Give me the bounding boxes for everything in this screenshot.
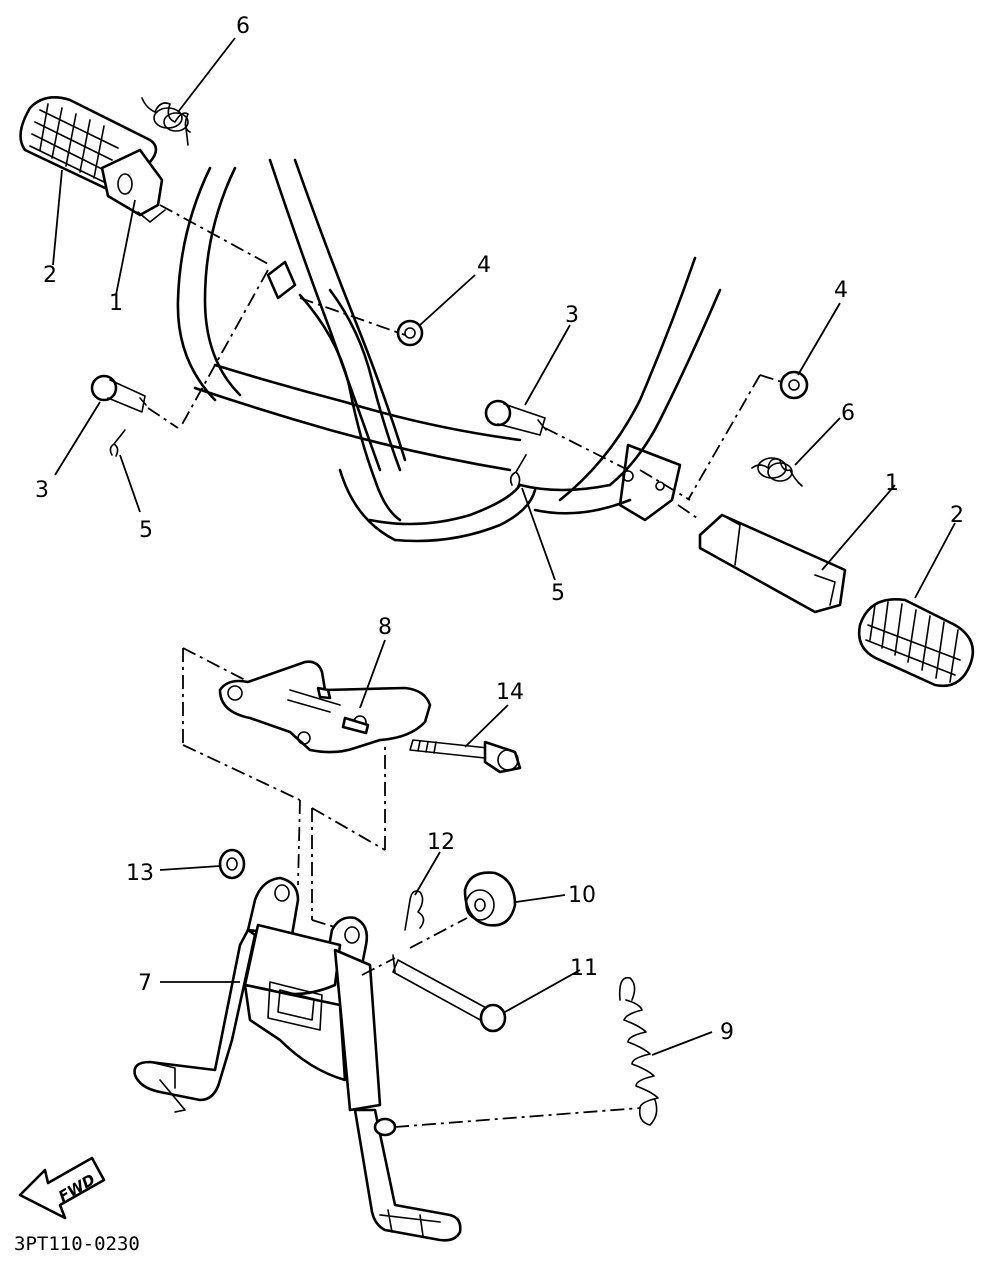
- callout-1-right: 1: [885, 471, 899, 496]
- stand-shaft: [392, 954, 507, 1033]
- rubber-stopper: [463, 871, 517, 927]
- callout-7: 7: [138, 971, 152, 996]
- footrest-bracket-left: [100, 148, 166, 223]
- cotter-pin-right: [509, 454, 527, 487]
- center-stand: [133, 876, 462, 1242]
- callout-11: 11: [570, 956, 598, 981]
- callout-2-right: 2: [950, 503, 964, 528]
- torsion-spring-right: [751, 457, 803, 487]
- forward-direction-arrow: FWD: [18, 1156, 106, 1220]
- callout-9: 9: [720, 1020, 734, 1045]
- callout-3-right: 3: [565, 303, 579, 328]
- bolt: [409, 739, 522, 774]
- torsion-spring-left: [141, 97, 191, 146]
- callout-4-left: 4: [477, 253, 491, 278]
- callout-8: 8: [378, 615, 392, 640]
- washer-left: [396, 319, 424, 347]
- callout-14: 14: [496, 680, 524, 705]
- drawing-code: 3PT110-0230: [14, 1233, 140, 1255]
- r-clip: [404, 890, 425, 931]
- washer-stand: [218, 848, 246, 880]
- callout-1-left: 1: [109, 291, 123, 316]
- callout-5-right: 5: [551, 581, 565, 606]
- callout-3-left: 3: [35, 478, 49, 503]
- alignment-lines: [147, 204, 783, 1128]
- stand-bracket: [218, 660, 432, 754]
- pin-right: [484, 399, 547, 436]
- callout-5-left: 5: [139, 518, 153, 543]
- callout-2-left: 2: [43, 263, 57, 288]
- pin-left: [90, 374, 147, 413]
- frame-tubes: [176, 158, 722, 543]
- callout-6-right: 6: [841, 401, 855, 426]
- cotter-pin-left: [109, 429, 126, 457]
- footrest-bracket-right: [698, 513, 847, 614]
- washer-right: [779, 370, 809, 400]
- leader-lines: [52, 37, 956, 1056]
- callout-13: 13: [126, 861, 154, 886]
- callout-12: 12: [427, 830, 455, 855]
- stand-spring: [618, 976, 659, 1126]
- footrest-rubber-right: [857, 597, 975, 688]
- callout-4-right: 4: [834, 278, 848, 303]
- callout-labels: 6 2 1 4 3 5 3 4 6 1 2 5 8 14 12 13 10 7 …: [35, 14, 964, 1045]
- callout-6-upper-left: 6: [236, 14, 250, 39]
- callout-10: 10: [568, 883, 596, 908]
